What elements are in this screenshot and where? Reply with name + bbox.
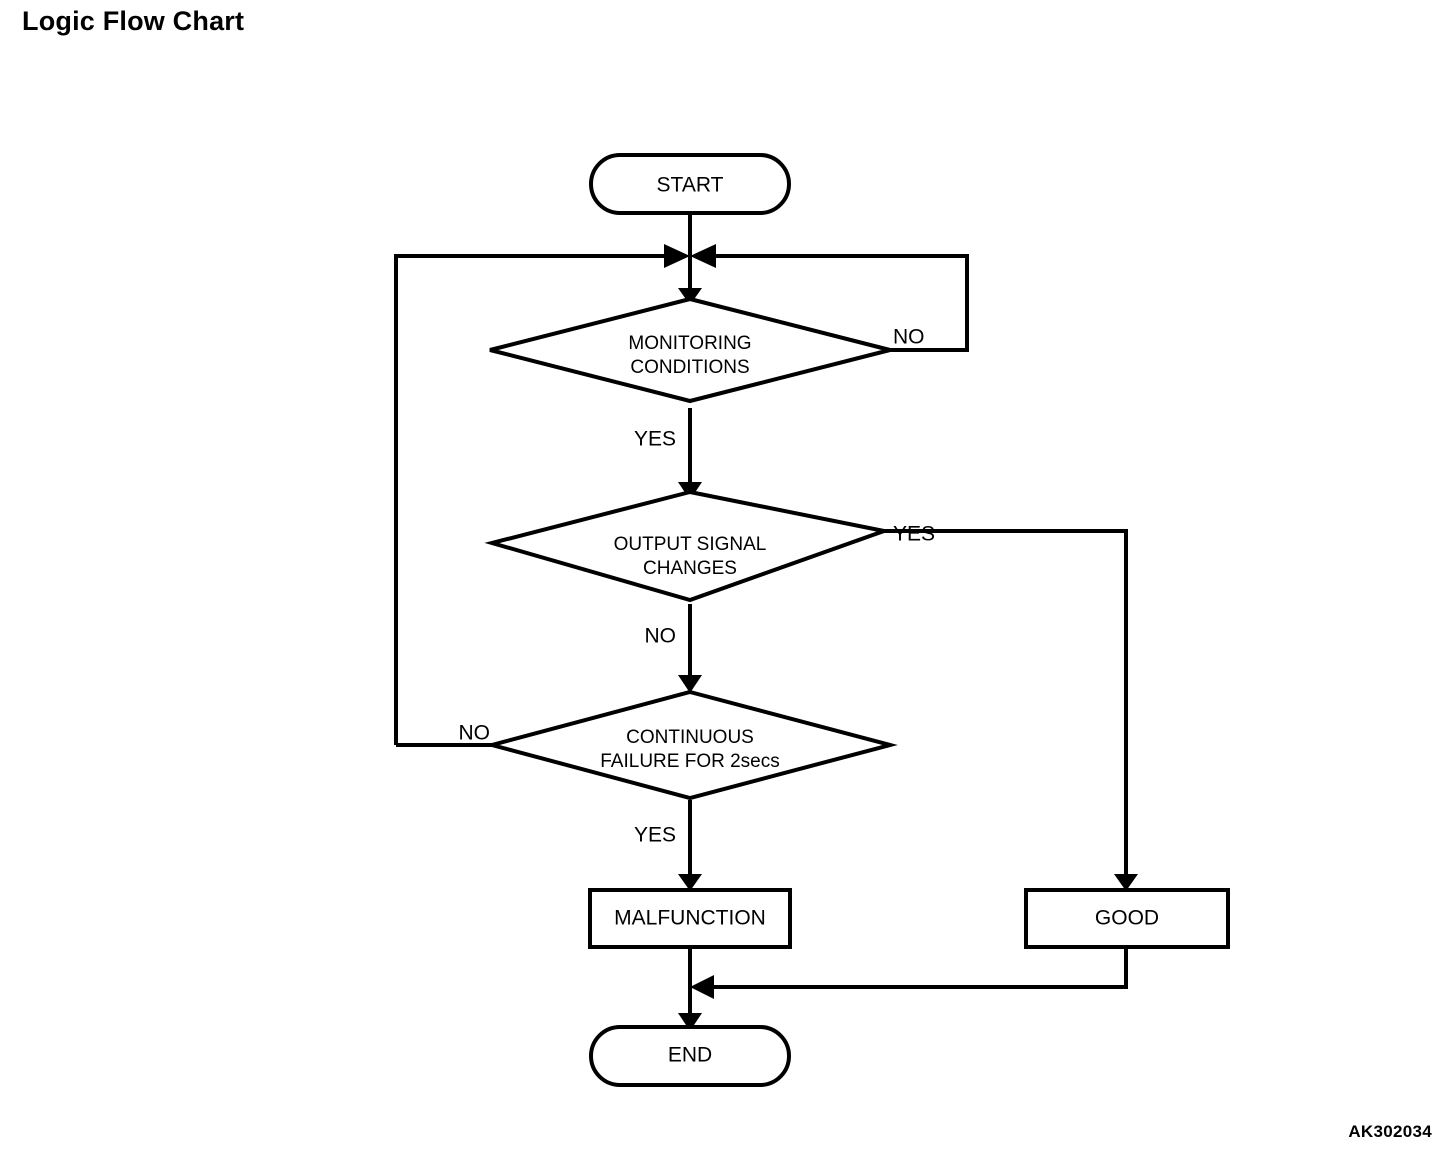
node-start[interactable]: START <box>589 153 791 215</box>
end-shape <box>589 1025 791 1087</box>
arrowhead-into-good <box>1114 874 1138 891</box>
output-shape <box>484 489 892 603</box>
node-end[interactable]: END <box>589 1025 791 1087</box>
monitoring-shape <box>489 296 891 404</box>
monitoring-label-line2: CONDITIONS <box>630 357 749 378</box>
arrowhead-into-malfunction <box>678 874 702 891</box>
good-label: GOOD <box>1095 907 1159 930</box>
continuous-label-line2: FAILURE FOR 2secs <box>600 751 780 772</box>
node-good[interactable]: GOOD <box>1024 888 1230 949</box>
start-label: START <box>657 174 724 197</box>
malfunction-shape <box>588 888 792 949</box>
node-continuous-failure[interactable]: CONTINUOUS FAILURE FOR 2secs <box>484 689 898 801</box>
page-title: Logic Flow Chart <box>22 6 245 36</box>
start-shape <box>589 153 791 215</box>
arrowhead-feedback-right <box>690 244 716 268</box>
edge-good-to-end <box>714 948 1128 989</box>
edge-output-yes <box>884 529 1128 878</box>
edge-label-continuous-no: NO <box>459 722 491 745</box>
continuous-label-line1: CONTINUOUS <box>626 727 754 748</box>
edge-monitoring-no-loop <box>716 254 969 352</box>
node-malfunction[interactable]: MALFUNCTION <box>588 888 792 949</box>
continuous-shape <box>484 689 898 801</box>
edge-label-output-no: NO <box>645 625 677 648</box>
edge-label-monitoring-yes: YES <box>634 428 676 451</box>
edge-feedback-left-loop <box>394 254 664 745</box>
arrowhead-into-continuous <box>678 675 702 693</box>
arrowhead-good-join <box>690 975 714 999</box>
node-monitoring-conditions[interactable]: MONITORING CONDITIONS <box>489 296 891 404</box>
edge-label-output-yes: YES <box>893 523 935 546</box>
monitoring-label-line1: MONITORING <box>628 333 751 354</box>
arrowhead-into-monitoring <box>678 288 702 305</box>
good-shape <box>1024 888 1230 949</box>
node-output-signal-changes[interactable]: OUTPUT SIGNAL CHANGES <box>484 489 892 603</box>
end-label: END <box>668 1044 712 1067</box>
edge-label-continuous-yes: YES <box>634 824 676 847</box>
edge-label-monitoring-no: NO <box>893 326 925 349</box>
output-label-line2: CHANGES <box>643 558 737 579</box>
malfunction-label: MALFUNCTION <box>614 907 766 930</box>
arrowhead-feedback-left <box>664 244 690 268</box>
reference-code: AK302034 <box>1348 1122 1432 1141</box>
arrowhead-into-end <box>678 1013 702 1031</box>
output-label-line1: OUTPUT SIGNAL <box>614 534 767 555</box>
